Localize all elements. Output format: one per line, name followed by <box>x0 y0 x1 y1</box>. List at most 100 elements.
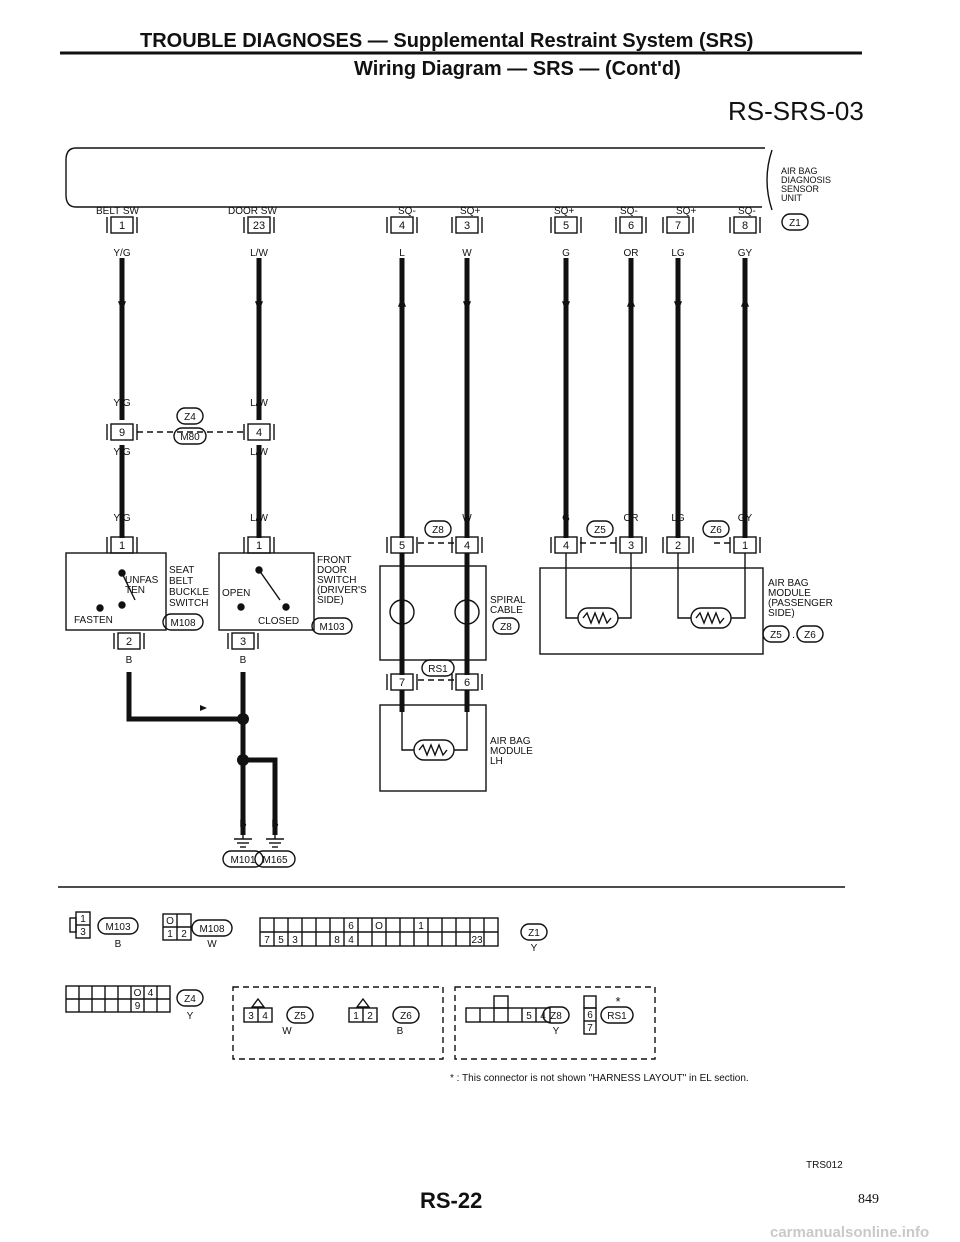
unit-label: DIAGNOSIS <box>781 175 831 185</box>
terminal-pin-box <box>666 216 690 234</box>
view-m103-color: B <box>115 939 122 950</box>
terminal-wire-color: OR <box>624 248 639 259</box>
passenger-connector: Z6 <box>804 630 816 641</box>
spiral-coil <box>389 599 415 625</box>
view-z6-label-oval <box>392 1006 420 1024</box>
terminal-pin: 8 <box>742 220 748 232</box>
airbag-lh-label: MODULE <box>490 746 533 757</box>
wire-color-label: L/W <box>250 447 268 458</box>
spiral-cable-connector: Z8 <box>500 622 512 633</box>
terminal-wire-color: Y/G <box>113 248 130 259</box>
view-m103-label: M103 <box>105 922 130 933</box>
terminal-function-label: DOOR SW <box>228 206 277 217</box>
view-rs1-label-oval <box>600 1006 634 1024</box>
seat-switch-pin: 1 <box>119 540 125 552</box>
signal-direction-arrow <box>254 301 264 312</box>
view-z1-color: Y <box>531 943 538 954</box>
z5-z6-view-group <box>232 986 444 1060</box>
seat-switch-pin-box <box>110 536 134 554</box>
seat-switch-label: BELT <box>169 576 193 587</box>
view-z4-pin: 4 <box>148 988 154 999</box>
terminal-wire-color: L/W <box>250 248 268 259</box>
seat-switch-pin: 2 <box>126 636 132 648</box>
view-z4-label: Z4 <box>184 994 196 1005</box>
wire-color-label: OR <box>624 513 639 524</box>
terminal-pin-box <box>619 216 643 234</box>
view-rs1-pin: 6 <box>587 1010 593 1021</box>
seat-switch-unfastened-label: TEN <box>125 585 145 596</box>
splice-point-lower <box>237 754 249 766</box>
terminal-function-label: BELT SW <box>96 206 140 217</box>
passenger-squib-right <box>690 607 732 629</box>
watermark: carmanualsonline.info <box>770 1224 930 1241</box>
view-z5-color: W <box>282 1026 292 1037</box>
view-z6-pin: 2 <box>367 1011 373 1022</box>
wire-color-label: L <box>399 513 405 524</box>
seat-switch-blade <box>121 572 136 601</box>
ground-1-connector: M101 <box>230 855 255 866</box>
unit-label: UNIT <box>781 193 802 203</box>
passenger-right-pin: 2 <box>675 540 681 552</box>
terminal-wire-color: G <box>562 248 570 259</box>
ground-2-color: B <box>271 818 278 830</box>
view-z1-pin: 6 <box>348 921 354 932</box>
unit-box-outline <box>65 147 765 208</box>
view-z6-key <box>355 997 371 1008</box>
passenger-resistor-left <box>582 611 612 625</box>
terminal-pin-box <box>455 216 479 234</box>
lh-squib <box>413 739 455 761</box>
wire-color-label: L/W <box>250 513 268 524</box>
view-rs1-key <box>583 995 597 1009</box>
passenger-left-pin: 4 <box>563 540 569 552</box>
page-number: 849 <box>858 1192 879 1207</box>
terminal-pin: 3 <box>464 220 470 232</box>
wire-color-label: Y/G <box>113 447 130 458</box>
seat-switch-label: BUCKLE <box>169 587 209 598</box>
view-m103-pin: 1 <box>80 914 86 925</box>
view-z8-key <box>493 995 509 1009</box>
terminal-function-label: SQ+ <box>676 206 696 217</box>
passenger-right-connector-oval <box>702 520 730 538</box>
airbag-passenger-box <box>539 567 764 655</box>
signal-direction-arrow <box>626 296 636 307</box>
door-switch-pin: 3 <box>240 636 246 648</box>
view-z8-pin: 5 <box>526 1011 532 1022</box>
ground-1-connector-oval <box>222 850 264 868</box>
view-m103-latch <box>69 917 77 933</box>
door-switch-label: FRONT <box>317 555 351 566</box>
door-switch-contact <box>237 603 245 611</box>
seat-switch-contact <box>96 604 104 612</box>
view-z6-color: B <box>397 1026 404 1037</box>
view-z1-pin: O <box>375 921 383 932</box>
wire-color-label: G <box>562 513 570 524</box>
view-m108-pin: O <box>166 916 174 927</box>
view-m108-label: M108 <box>199 924 224 935</box>
terminal-pin-box <box>247 216 271 234</box>
passenger-resistor-right <box>695 611 725 625</box>
spiral-top-connector: Z8 <box>432 525 444 536</box>
spiral-bottom-pin: 6 <box>464 677 470 689</box>
signal-direction-arrow <box>117 301 127 312</box>
page-label: RS-22 <box>420 1188 483 1213</box>
diagram-code: RS-SRS-03 <box>728 96 864 126</box>
terminal-pin: 7 <box>675 220 681 232</box>
signal-direction-arrow <box>397 296 407 307</box>
terminal-function-label: SQ+ <box>554 206 574 217</box>
view-z1-pin: 7 <box>264 935 270 946</box>
view-m108-pin: 2 <box>181 929 187 940</box>
wire-seat-ground <box>126 672 241 722</box>
joint-connector-bottom-oval <box>173 427 207 445</box>
view-z5-label: Z5 <box>294 1011 306 1022</box>
airbag-lh-box <box>379 704 487 792</box>
z8-rs1-view-group <box>454 986 656 1060</box>
door-switch-contact <box>282 603 290 611</box>
joint-pin: 4 <box>256 427 262 439</box>
spiral-cable-label: CABLE <box>490 605 523 616</box>
wire-color-label: W <box>462 513 472 524</box>
lh-resistor <box>418 743 448 757</box>
splice-point-upper <box>237 713 249 725</box>
unit-label: SENSOR <box>781 184 820 194</box>
spiral-bottom-pin: 7 <box>399 677 405 689</box>
view-z8-label-oval <box>542 1006 570 1024</box>
airbag-lh-label: LH <box>490 756 503 767</box>
